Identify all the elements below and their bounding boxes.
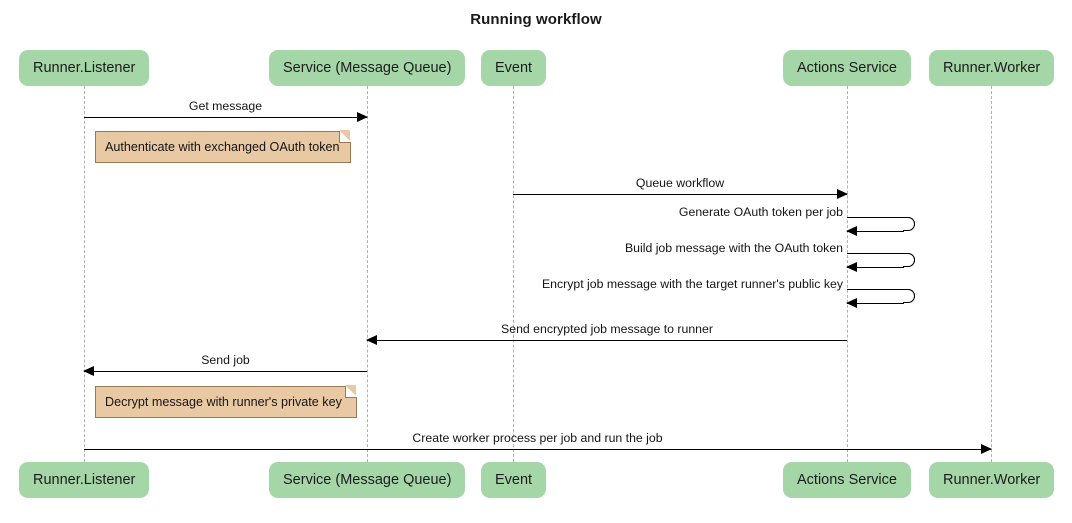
- self-message-label: Generate OAuth token per job: [678, 205, 843, 219]
- self-message-build-job-message: Build job message with the OAuth token: [625, 241, 915, 272]
- self-message-arc-curve: [903, 217, 915, 231]
- participant-event-bottom[interactable]: Event: [481, 462, 547, 498]
- participant-runner-listener-top[interactable]: Runner.Listener: [19, 50, 150, 86]
- note-fold-corner-icon: [339, 130, 351, 143]
- lifeline-event: [513, 86, 514, 462]
- self-message-bottom-line: [847, 231, 904, 232]
- lifeline-runner-listener: [84, 86, 85, 462]
- participant-service-message-queue-top[interactable]: Service (Message Queue): [269, 50, 466, 86]
- message-line: [367, 340, 847, 341]
- arrowhead-icon: [366, 335, 377, 345]
- self-message-arc-curve: [903, 253, 915, 267]
- self-message-top-line: [847, 289, 904, 290]
- note-label: Authenticate with exchanged OAuth token: [105, 140, 340, 154]
- lifeline-runner-worker: [991, 86, 992, 462]
- message-line: [84, 117, 367, 118]
- message-label: Queue workflow: [635, 176, 725, 190]
- arrowhead-icon: [83, 366, 94, 376]
- message-line: [84, 371, 367, 372]
- note-decrypt-note: Decrypt message with runner's private ke…: [95, 385, 357, 418]
- self-message-bottom-line: [847, 267, 904, 268]
- message-label: Create worker process per job and run th…: [412, 431, 663, 445]
- note-label: Decrypt message with runner's private ke…: [105, 395, 342, 409]
- message-label: Send job: [201, 353, 250, 367]
- self-message-arc-curve: [903, 289, 915, 303]
- self-message-top-line: [847, 217, 904, 218]
- message-line: [513, 194, 847, 195]
- lifeline-actions-service: [847, 86, 848, 462]
- self-message-top-line: [847, 253, 904, 254]
- self-message-label: Encrypt job message with the target runn…: [541, 277, 843, 291]
- participant-event-top[interactable]: Event: [481, 50, 547, 86]
- participant-runner-worker-bottom[interactable]: Runner.Worker: [929, 462, 1055, 498]
- participant-service-message-queue-bottom[interactable]: Service (Message Queue): [269, 462, 466, 498]
- participant-runner-worker-top[interactable]: Runner.Worker: [929, 50, 1055, 86]
- self-message-generate-oauth-token: Generate OAuth token per job: [679, 205, 915, 236]
- note-authenticate-note: Authenticate with exchanged OAuth token: [95, 130, 351, 163]
- participant-runner-listener-bottom[interactable]: Runner.Listener: [19, 462, 150, 498]
- participant-actions-service-bottom[interactable]: Actions Service: [783, 462, 911, 498]
- arrowhead-icon: [846, 298, 857, 308]
- arrowhead-icon: [981, 444, 992, 454]
- message-label: Send encrypted job message to runner: [501, 322, 713, 336]
- diagram-title: Running workflow: [470, 11, 602, 28]
- arrowhead-icon: [837, 189, 848, 199]
- arrowhead-icon: [357, 112, 368, 122]
- participant-actions-service-top[interactable]: Actions Service: [783, 50, 911, 86]
- message-line: [84, 449, 991, 450]
- self-message-encrypt-job-message: Encrypt job message with the target runn…: [542, 277, 915, 308]
- lifeline-service-message-queue: [367, 86, 368, 462]
- arrowhead-icon: [846, 262, 857, 272]
- self-message-bottom-line: [847, 303, 904, 304]
- message-label: Get message: [188, 99, 263, 113]
- self-message-label: Build job message with the OAuth token: [624, 241, 843, 255]
- arrowhead-icon: [846, 226, 857, 236]
- note-fold-corner-icon: [345, 385, 357, 398]
